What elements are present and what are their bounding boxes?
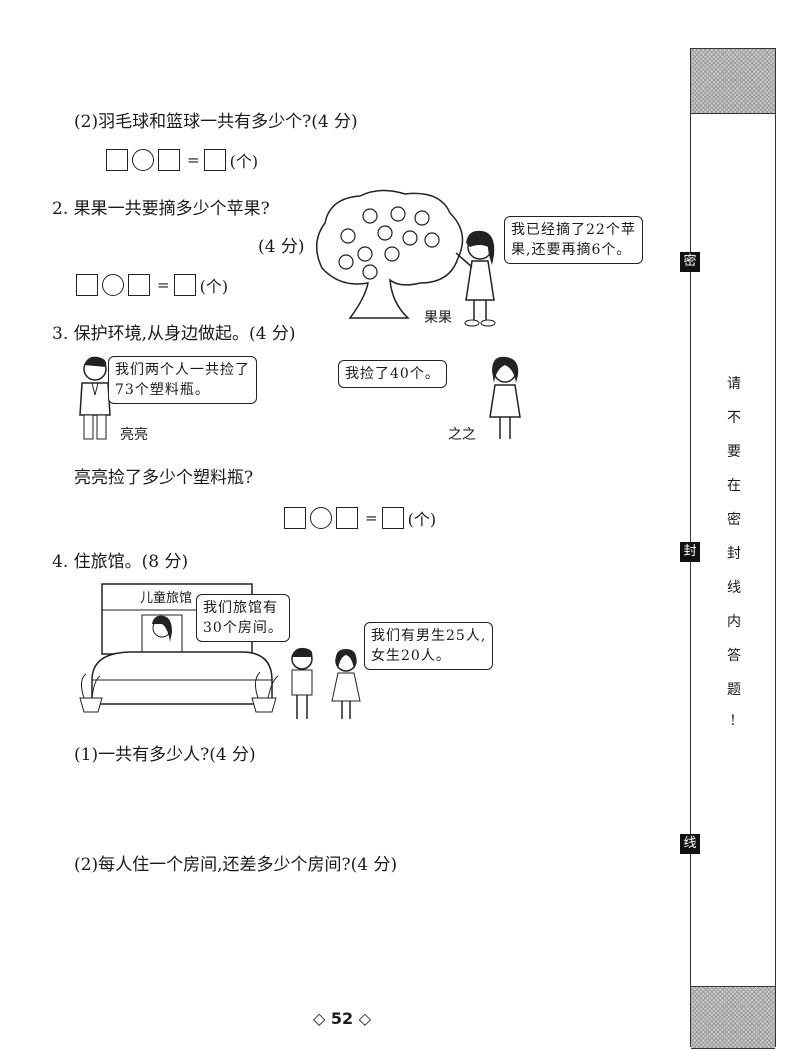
operator-circle[interactable] bbox=[310, 507, 332, 529]
page-number: ◇ 52 ◇ bbox=[313, 1009, 372, 1028]
q4-part2: (2)每人住一个房间,还差多少个房间?(4 分) bbox=[74, 855, 398, 875]
answer-box[interactable] bbox=[76, 274, 98, 296]
binding-sidebar bbox=[690, 48, 776, 1049]
notice-char: 题 bbox=[727, 682, 741, 698]
notice-char: 密 bbox=[727, 512, 741, 528]
hotel-sign: 儿童旅馆 bbox=[140, 591, 193, 606]
q1-part2-text: (2)羽毛球和篮球一共有多少个?(4 分) bbox=[74, 112, 358, 132]
unit-label: (个) bbox=[199, 277, 229, 296]
guoguo-name: 果果 bbox=[424, 310, 452, 326]
zhizhi-name: 之之 bbox=[448, 427, 476, 443]
zhizhi-speech-bubble: 我捡了40个。 bbox=[338, 360, 447, 388]
answer-box[interactable] bbox=[158, 149, 180, 171]
notice-char: 线 bbox=[727, 580, 741, 596]
answer-box[interactable] bbox=[106, 149, 128, 171]
top-hatch-pattern bbox=[691, 48, 775, 114]
q4-title: 4. 住旅馆。(8 分) bbox=[52, 552, 189, 572]
q1-formula: = (个) bbox=[106, 148, 262, 172]
q2-score: (4 分) bbox=[258, 237, 305, 257]
q2-formula: = (个) bbox=[76, 273, 232, 297]
equals-sign: = bbox=[187, 151, 200, 169]
q3-title: 3. 保护环境,从身边做起。(4 分) bbox=[52, 324, 296, 344]
kids-speech-bubble: 我们有男生25人, 女生20人。 bbox=[364, 622, 494, 670]
apple-tree-illustration bbox=[316, 189, 464, 319]
seal-label-xian: 线 bbox=[680, 834, 700, 854]
seal-label-mi: 密 bbox=[680, 252, 700, 272]
q2-title: 2. 果果一共要摘多少个苹果? bbox=[52, 199, 270, 219]
bottom-hatch-pattern bbox=[691, 986, 775, 1049]
notice-char: 内 bbox=[727, 614, 741, 630]
notice-char: 答 bbox=[727, 648, 741, 664]
notice-char: 要 bbox=[727, 444, 741, 460]
unit-label: (个) bbox=[407, 510, 437, 529]
seal-label-feng: 封 bbox=[680, 542, 700, 562]
answer-box[interactable] bbox=[128, 274, 150, 296]
notice-char: 在 bbox=[727, 478, 741, 494]
equals-sign: = bbox=[365, 509, 378, 527]
liangliang-speech-bubble: 我们两个人一共捡了 73个塑料瓶。 bbox=[108, 356, 257, 404]
liangliang-name: 亮亮 bbox=[120, 427, 148, 443]
q3-question: 亮亮捡了多少个塑料瓶? bbox=[74, 468, 254, 488]
equals-sign: = bbox=[157, 276, 170, 294]
answer-box[interactable] bbox=[336, 507, 358, 529]
q3-formula: = (个) bbox=[284, 506, 440, 530]
boy-and-girl-figures bbox=[291, 647, 361, 719]
guoguo-speech-bubble: 我已经摘了22个苹 果,还要再摘6个。 bbox=[504, 216, 643, 264]
zhizhi-girl-figure bbox=[489, 356, 521, 439]
notice-char: 请 bbox=[727, 376, 741, 392]
clerk-speech-bubble: 我们旅馆有 30个房间。 bbox=[196, 594, 290, 642]
answer-box[interactable] bbox=[203, 149, 226, 171]
answer-box[interactable] bbox=[284, 507, 306, 529]
notice-char: 封 bbox=[727, 546, 741, 562]
answer-box[interactable] bbox=[173, 274, 196, 296]
unit-label: (个) bbox=[229, 152, 259, 171]
operator-circle[interactable] bbox=[132, 149, 154, 171]
operator-circle[interactable] bbox=[102, 274, 124, 296]
notice-char: ! bbox=[730, 713, 736, 729]
guoguo-girl-figure bbox=[455, 230, 496, 327]
notice-char: 不 bbox=[727, 410, 741, 426]
liangliang-boy-figure bbox=[79, 356, 111, 440]
q4-part1: (1)一共有多少人?(4 分) bbox=[74, 745, 256, 765]
answer-box[interactable] bbox=[381, 507, 404, 529]
